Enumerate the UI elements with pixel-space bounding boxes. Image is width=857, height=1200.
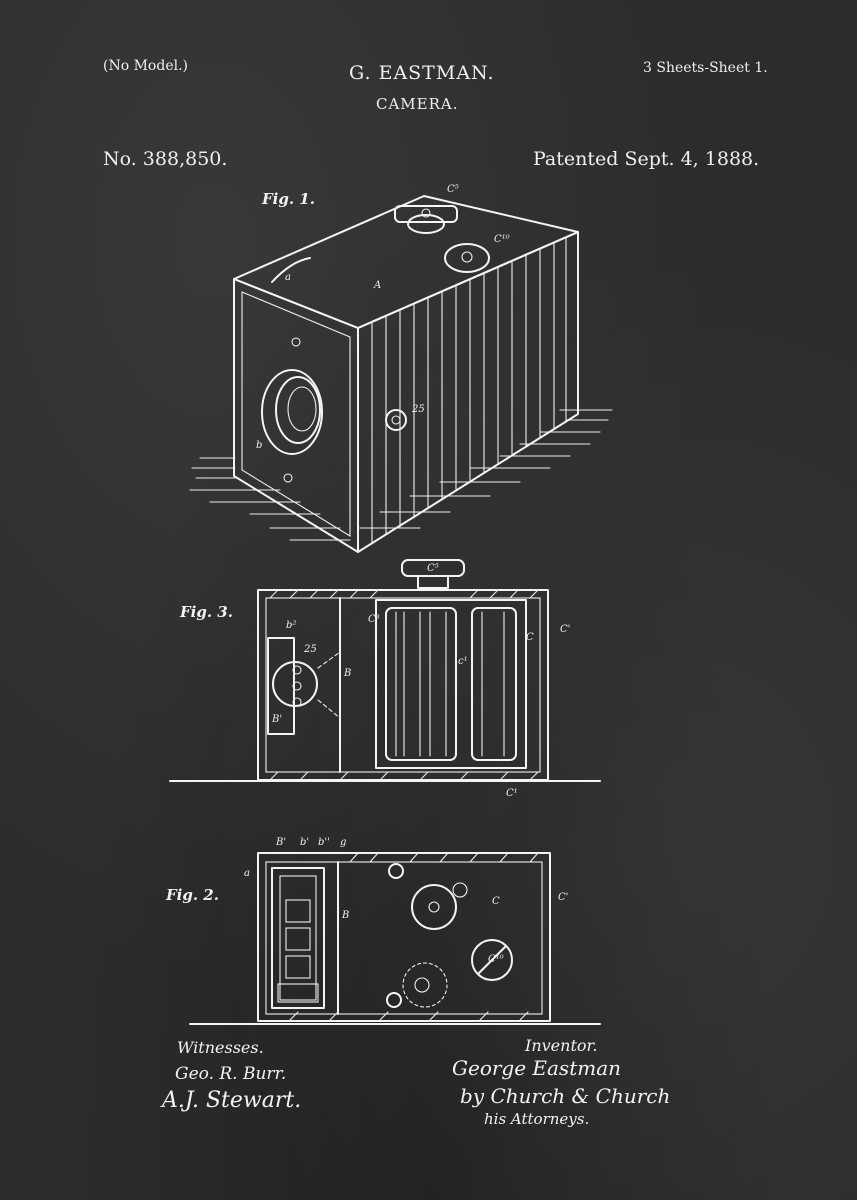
fig2-label-B-prime: B' bbox=[275, 837, 286, 848]
label-c5: C⁵ bbox=[447, 184, 459, 195]
attorneys-label: his Attorneys. bbox=[484, 1110, 590, 1128]
patent-number: No. 388,850. bbox=[103, 148, 228, 170]
label-b: b bbox=[256, 440, 262, 451]
label-c10: C¹⁰ bbox=[494, 234, 510, 245]
fig3-label-C: C bbox=[526, 632, 534, 643]
fig2-label-b-prime: b' bbox=[300, 837, 309, 848]
no-model-note: (No Model.) bbox=[103, 58, 188, 74]
fig2-label-C: C bbox=[492, 896, 500, 907]
fig3-label-25: 25 bbox=[303, 644, 317, 655]
figure-1-label: Fig. 1. bbox=[261, 190, 315, 208]
inventor-label: Inventor. bbox=[525, 1036, 598, 1055]
label-a-lower: a bbox=[285, 272, 291, 283]
fig3-label-c3: C³ bbox=[368, 614, 380, 625]
fig2-label-B: B bbox=[341, 910, 349, 921]
witnesses-label: Witnesses. bbox=[177, 1038, 264, 1057]
patent-date: Patented Sept. 4, 1888. bbox=[533, 148, 760, 170]
figure-3-camera-section: Fig. 3. bbox=[169, 559, 601, 799]
witness-signature-2: A.J. Stewart. bbox=[162, 1088, 302, 1113]
label-a: A bbox=[373, 280, 381, 291]
label-25: 25 bbox=[411, 404, 425, 415]
fig3-label-c1: c¹ bbox=[458, 656, 468, 667]
fig2-label-g: g bbox=[340, 837, 346, 848]
figure-3-label: Fig. 3. bbox=[179, 603, 233, 621]
fig3-label-B-prime: B' bbox=[271, 714, 282, 725]
fig3-label-C1: C¹ bbox=[506, 788, 518, 799]
fig3-label-C-prime: C' bbox=[560, 624, 570, 635]
witness-signature-1: Geo. R. Burr. bbox=[175, 1064, 287, 1084]
fig2-label-b-double: b'' bbox=[318, 837, 330, 848]
inventor-name: G. EASTMAN. bbox=[349, 62, 495, 84]
inventor-signature: George Eastman bbox=[452, 1056, 622, 1080]
figure-2-camera-side: Fig. 2. bbox=[165, 837, 601, 1025]
invention-title: CAMERA. bbox=[376, 95, 459, 113]
fig3-label-c5: C⁵ bbox=[427, 563, 439, 574]
sheet-count: 3 Sheets-Sheet 1. bbox=[643, 60, 768, 76]
fig2-label-a: a bbox=[244, 868, 250, 879]
fig2-label-C-prime: C' bbox=[558, 892, 568, 903]
fig2-label-C10: C¹⁰ bbox=[488, 954, 504, 965]
attorneys-signature: by Church & Church bbox=[460, 1084, 671, 1108]
figure-1-camera-perspective: Fig. 1. bbox=[189, 184, 613, 553]
fig3-label-B: B bbox=[343, 668, 351, 679]
figure-2-label: Fig. 2. bbox=[165, 886, 219, 904]
fig3-label-b2: b² bbox=[286, 620, 296, 631]
